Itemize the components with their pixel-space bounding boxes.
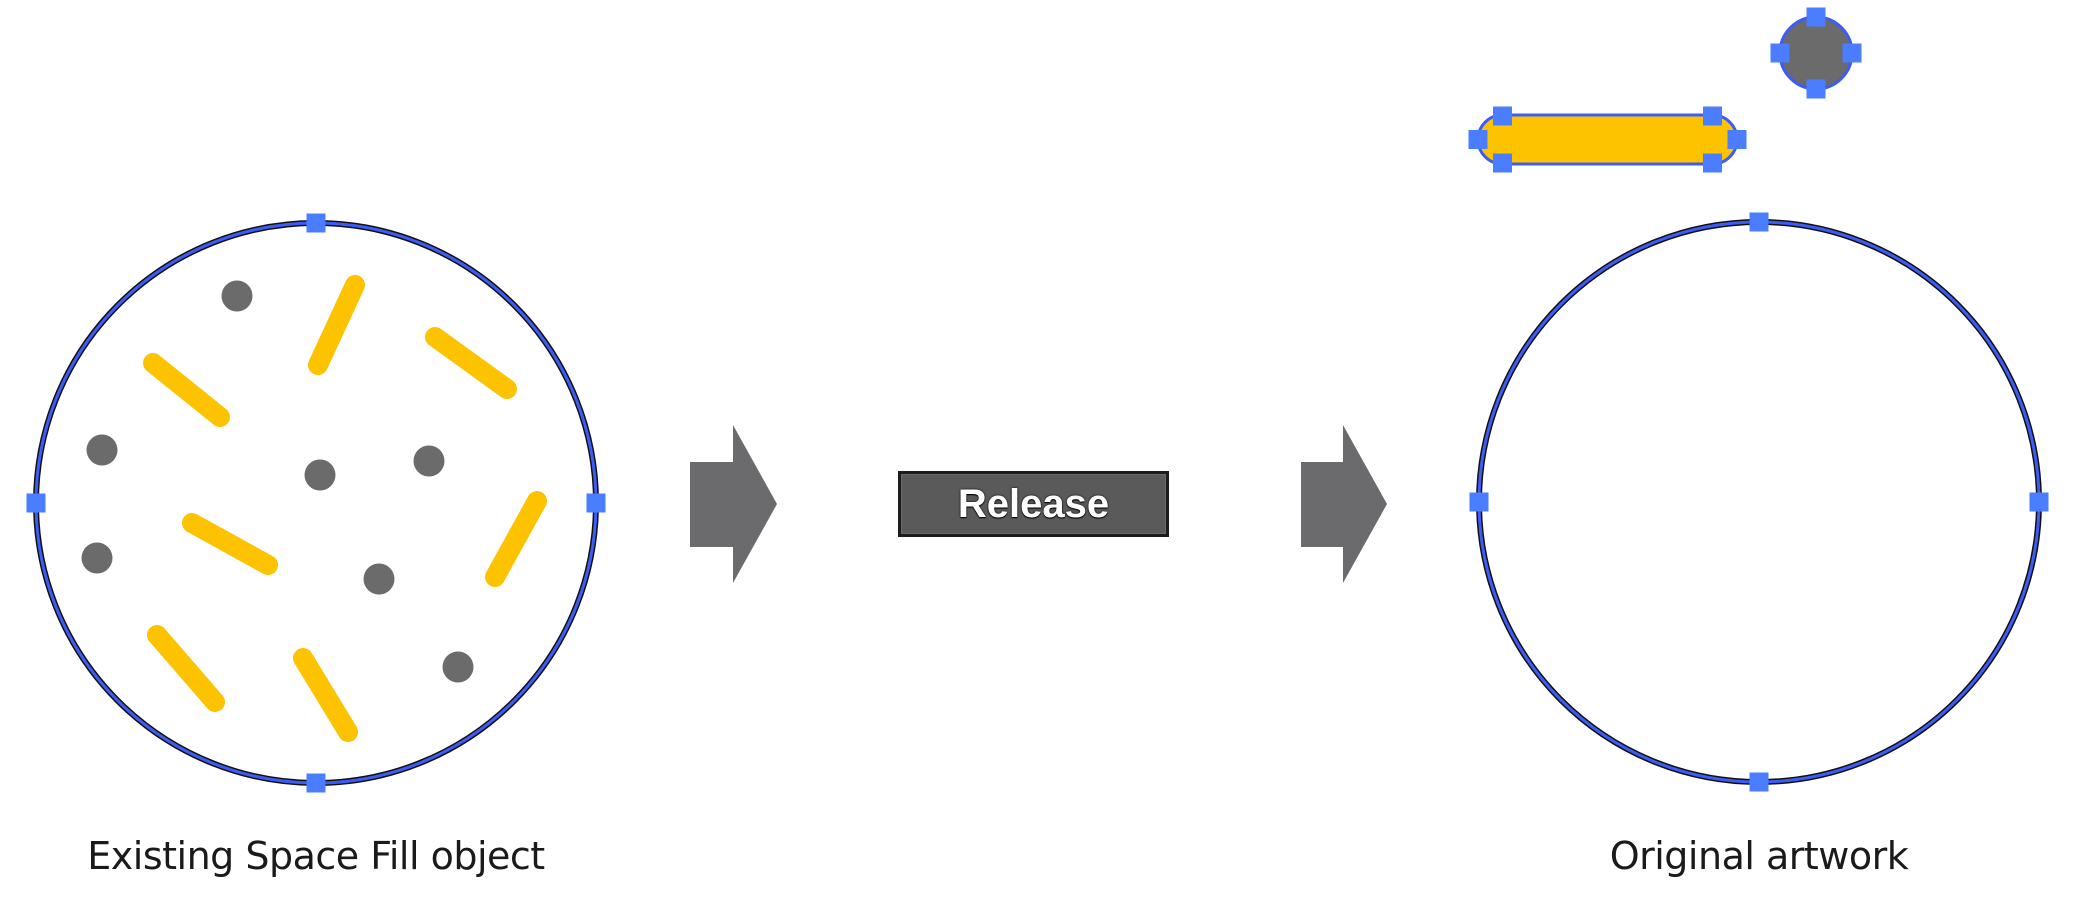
anchor-handle[interactable] — [1842, 43, 1862, 63]
anchor-handle[interactable] — [1727, 130, 1747, 149]
anchor-handle[interactable] — [306, 213, 326, 233]
gray-dot-fill[interactable] — [1778, 15, 1854, 91]
anchor-handle[interactable] — [1469, 492, 1489, 512]
gray-dot-elements — [81, 280, 474, 683]
caption-existing-space-fill: Existing Space Fill object — [87, 834, 545, 878]
anchor-handle[interactable] — [1770, 43, 1790, 63]
yellow-dash — [293, 648, 358, 742]
gray-dot — [304, 459, 336, 491]
caption-original-artwork: Original artwork — [1609, 834, 1909, 878]
right-arrow-icon — [1301, 425, 1387, 583]
yellow-pill-shape[interactable] — [1468, 106, 1747, 173]
yellow-pill-fill[interactable] — [1476, 113, 1739, 166]
anchor-handles[interactable] — [26, 213, 606, 793]
yellow-dash — [143, 353, 230, 427]
anchor-handle[interactable] — [1806, 7, 1826, 27]
yellow-dash — [308, 275, 365, 375]
gray-dot — [442, 651, 474, 683]
space-fill-object[interactable] — [26, 213, 606, 793]
anchor-handle[interactable] — [1806, 79, 1826, 99]
anchor-handle[interactable] — [1703, 106, 1722, 126]
right-arrow-icon — [690, 425, 777, 583]
anchor-handle[interactable] — [1493, 153, 1512, 173]
process-arrows — [690, 425, 1387, 583]
gray-dot — [86, 434, 118, 466]
yellow-dash — [147, 625, 225, 712]
pill-anchor-handles[interactable] — [1468, 106, 1747, 173]
release-button[interactable]: Release — [898, 471, 1169, 537]
dot-anchor-handles[interactable] — [1770, 7, 1862, 99]
gray-dot-shape[interactable] — [1770, 7, 1862, 99]
anchor-handle[interactable] — [1749, 772, 1769, 792]
anchor-handle[interactable] — [1703, 153, 1722, 173]
gray-dot — [221, 280, 253, 312]
gray-dot — [413, 445, 445, 477]
gray-dot — [81, 542, 113, 574]
anchor-handles[interactable] — [1469, 212, 2049, 792]
anchor-handle[interactable] — [1468, 130, 1488, 149]
anchor-handle[interactable] — [586, 493, 606, 513]
anchor-handle[interactable] — [26, 493, 46, 513]
yellow-dash-elements — [143, 275, 547, 742]
anchor-handle[interactable] — [1749, 212, 1769, 232]
gray-dot — [363, 563, 395, 595]
yellow-dash — [425, 327, 517, 399]
original-artwork[interactable] — [1468, 7, 2049, 792]
yellow-dash — [485, 491, 547, 587]
boundary-circle-path[interactable] — [1476, 219, 2042, 785]
anchor-handle[interactable] — [1493, 106, 1512, 126]
anchor-handle[interactable] — [306, 773, 326, 793]
space-fill-boundary-path[interactable] — [33, 220, 599, 786]
yellow-dash — [182, 513, 278, 575]
anchor-handle[interactable] — [2029, 492, 2049, 512]
